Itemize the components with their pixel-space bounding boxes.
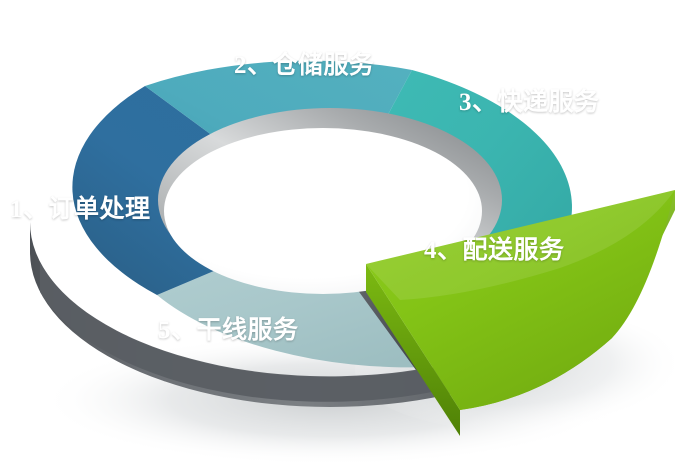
donut-front-lip bbox=[40, 262, 432, 402]
slice-4-left-face bbox=[366, 264, 460, 436]
slice-4-highlight bbox=[366, 190, 675, 300]
slice-top-5 bbox=[157, 222, 432, 368]
slice-4-top-face bbox=[366, 190, 675, 410]
slice-4-exploded bbox=[366, 190, 675, 436]
hole-fill bbox=[164, 128, 482, 294]
donut-center-hole bbox=[158, 108, 502, 294]
